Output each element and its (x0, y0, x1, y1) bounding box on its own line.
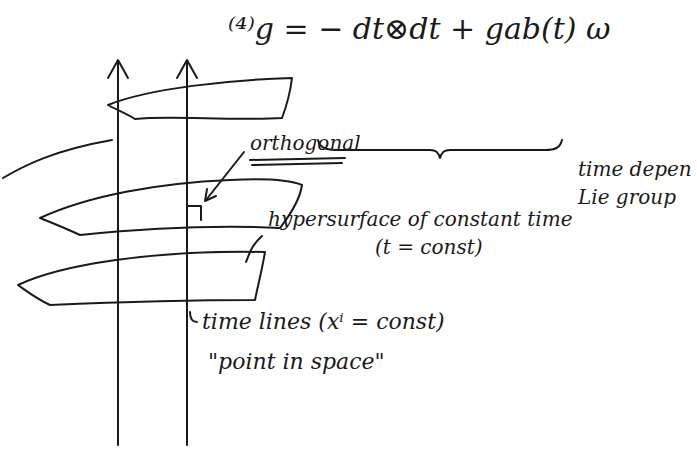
arrowhead (108, 60, 128, 78)
annotation: time depen (578, 158, 692, 180)
hypersurface (108, 78, 292, 119)
time-line (117, 62, 119, 445)
underline (250, 158, 345, 165)
arrowhead (177, 60, 197, 78)
hypersurface-edge (3, 140, 112, 178)
annotation: orthogonal (250, 132, 361, 154)
annotation: (t = const) (375, 236, 483, 258)
annotation: "point in space" (208, 350, 385, 374)
leader-arrow (206, 152, 244, 200)
arrowhead (205, 189, 216, 201)
hypersurface (40, 179, 302, 235)
annotation: time lines (xⁱ = const) (202, 310, 445, 334)
leader-line (246, 236, 262, 262)
annotation: Lie group (578, 186, 676, 208)
hypersurface (18, 252, 265, 305)
right-angle-mark (187, 206, 201, 220)
annotation: hypersurface of constant time (268, 208, 572, 230)
leader-line (190, 312, 197, 322)
metric-equation: ⁽⁴⁾g = − dt⊗dt + gab(t) ω (228, 12, 610, 45)
